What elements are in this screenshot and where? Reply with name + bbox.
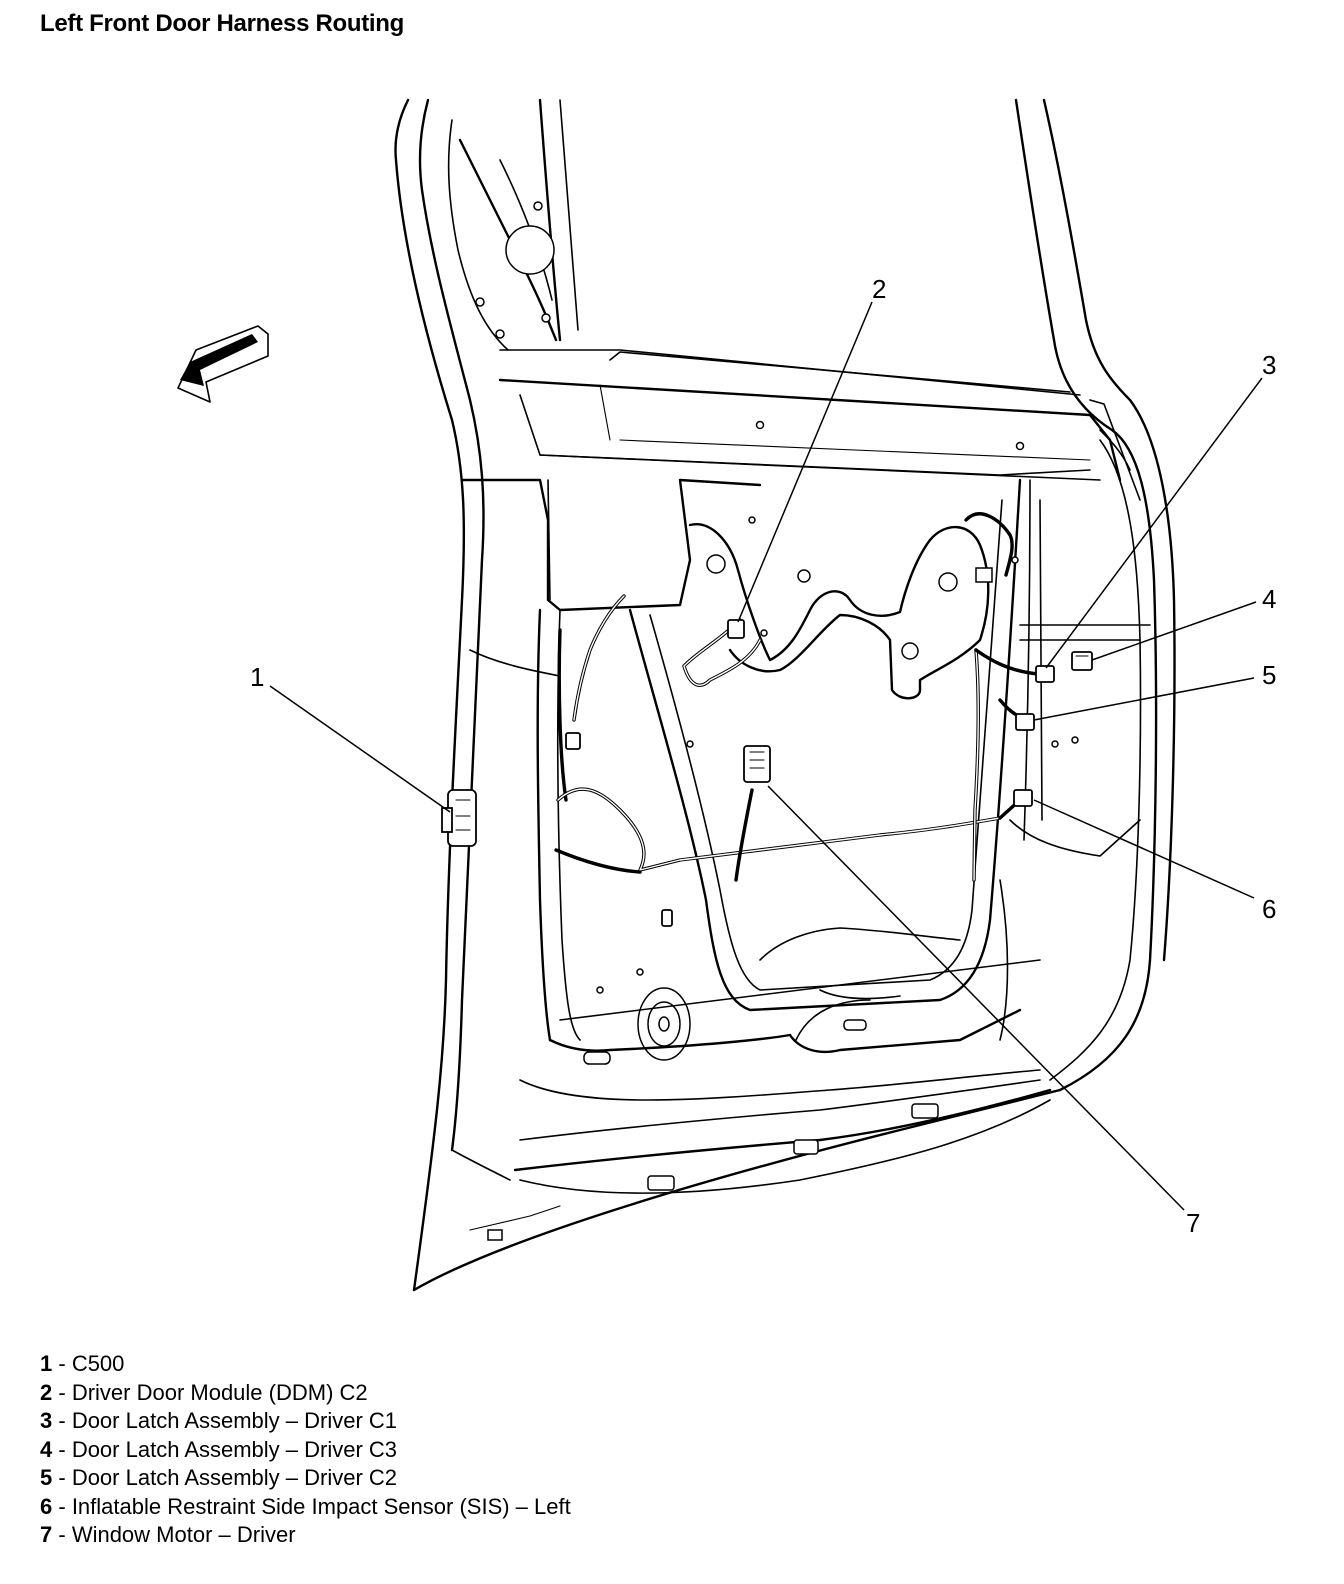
legend-description: C500 — [71, 1351, 125, 1376]
legend-item: 5 - Door Latch Assembly – Driver C2 — [40, 1464, 571, 1493]
legend-item: 6 - Inflatable Restraint Side Impact Sen… — [40, 1493, 571, 1522]
callout-3: 3 — [1262, 350, 1276, 380]
callout-5: 5 — [1262, 660, 1276, 690]
legend-number: 1 — [40, 1351, 53, 1376]
legend-item: 3 - Door Latch Assembly – Driver C1 — [40, 1407, 571, 1436]
callout-6: 6 — [1262, 894, 1276, 924]
legend-separator: - — [52, 1379, 72, 1405]
legend-number: 7 — [40, 1522, 53, 1547]
connector-window-motor-icon — [743, 745, 771, 783]
callout-7: 7 — [1186, 1208, 1200, 1238]
legend-number: 2 — [40, 1379, 53, 1405]
connector-sis-icon — [1013, 789, 1033, 807]
legend: 1 - C500 2 - Driver Door Module (DDM) C2… — [40, 1350, 571, 1550]
legend-separator: - — [52, 1436, 72, 1462]
legend-number: 6 — [40, 1493, 53, 1519]
connector-latch-c2-icon — [1015, 713, 1035, 731]
page-title: Left Front Door Harness Routing — [40, 10, 405, 37]
callout-2: 2 — [872, 274, 886, 304]
legend-description: Door Latch Assembly – Driver C2 — [71, 1465, 398, 1490]
connector-c500-icon — [441, 789, 477, 847]
legend-separator: - — [52, 1408, 72, 1433]
legend-separator: - — [52, 1522, 72, 1547]
legend-separator: - — [52, 1351, 72, 1376]
legend-number: 3 — [40, 1408, 53, 1433]
inner-panel — [460, 478, 1151, 1241]
connector-ddm-c2-icon — [727, 619, 745, 639]
legend-item: 7 - Window Motor – Driver — [40, 1521, 571, 1550]
leader-lines — [269, 301, 1263, 1211]
legend-number: 5 — [40, 1465, 53, 1490]
wiring-harness — [554, 512, 1042, 882]
front-direction-arrow-icon — [177, 325, 269, 403]
legend-item: 2 - Driver Door Module (DDM) C2 — [40, 1379, 571, 1408]
legend-description: Door Latch Assembly – Driver C3 — [71, 1436, 398, 1462]
connector-latch-c1-icon — [1035, 665, 1055, 683]
legend-item: 4 - Door Latch Assembly – Driver C3 — [40, 1436, 571, 1465]
door-shell — [394, 98, 1176, 1292]
legend-description: Door Latch Assembly – Driver C1 — [71, 1408, 398, 1433]
connector-latch-c3-icon — [1071, 651, 1093, 671]
door-harness-diagram: 1 2 3 4 5 6 7 — [177, 98, 1276, 1292]
legend-description: Driver Door Module (DDM) C2 — [71, 1379, 368, 1405]
legend-description: Inflatable Restraint Side Impact Sensor … — [71, 1493, 571, 1519]
legend-item: 1 - C500 — [40, 1350, 571, 1379]
legend-separator: - — [52, 1493, 72, 1519]
callout-1: 1 — [250, 662, 264, 692]
connectors — [441, 619, 1093, 927]
legend-separator: - — [52, 1465, 72, 1490]
callout-numbers: 1 2 3 4 5 6 7 — [250, 274, 1276, 1238]
upper-frame — [458, 98, 1141, 501]
callout-4: 4 — [1262, 584, 1276, 614]
legend-number: 4 — [40, 1436, 53, 1462]
legend-description: Window Motor – Driver — [71, 1522, 296, 1547]
